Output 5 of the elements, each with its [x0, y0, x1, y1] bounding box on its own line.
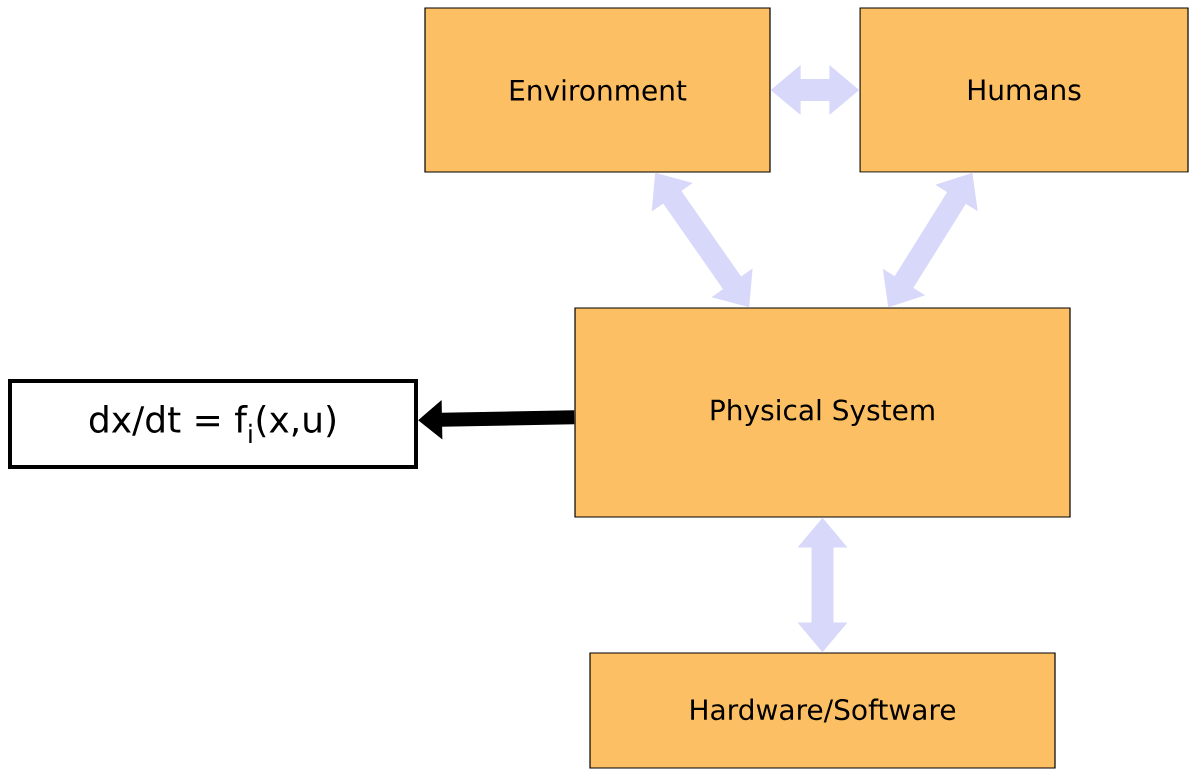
- process-box: Environment: [424, 7, 771, 173]
- process-box: Hardware/Software: [589, 652, 1056, 769]
- process-box: Physical System: [574, 307, 1071, 518]
- equation-box: dx/dt = f$_{i}$(x,u): [8, 379, 418, 469]
- process-box: Humans: [859, 7, 1189, 173]
